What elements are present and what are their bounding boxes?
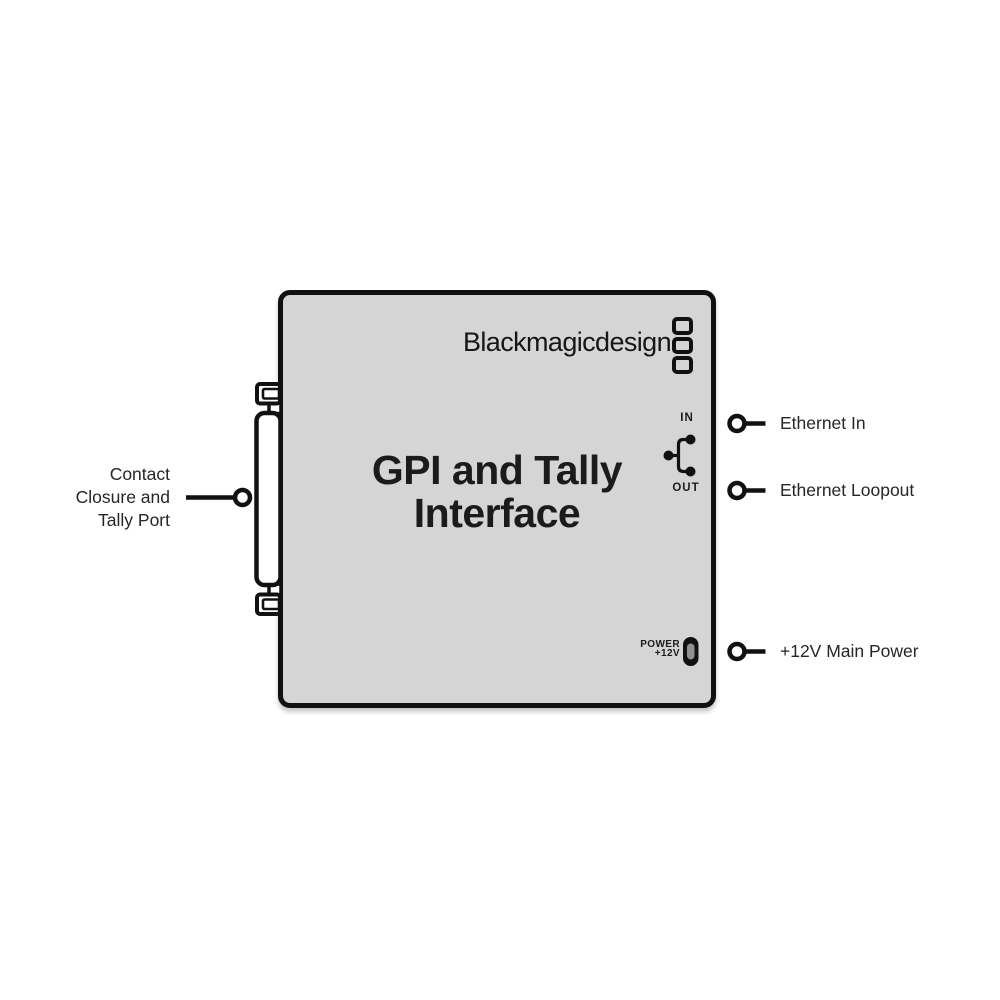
callout-label-ethernet-in: Ethernet In bbox=[780, 413, 866, 433]
callout-label-line: Contact bbox=[109, 464, 170, 484]
connector-screw-bottom-hole bbox=[261, 598, 281, 611]
connector-port-body bbox=[254, 410, 283, 588]
device-title-line2: Interface bbox=[413, 490, 581, 536]
power-port-label: POWER +12V bbox=[590, 638, 680, 660]
logo-square-icon bbox=[672, 317, 693, 335]
connector-screw-bottom bbox=[255, 592, 282, 616]
device-title-line1: GPI and Tally bbox=[371, 447, 623, 493]
callout-label-line: Tally Port bbox=[98, 510, 170, 530]
callout-label-line: Closure and bbox=[75, 487, 170, 507]
connector-screw-top bbox=[255, 382, 282, 406]
callout-marker-main-power bbox=[727, 641, 747, 662]
power-port-label-line1: POWER bbox=[640, 638, 680, 650]
brand-logo-text: Blackmagicdesign bbox=[462, 327, 672, 357]
ethernet-out-port-label: OUT bbox=[672, 482, 700, 494]
power-port-label-line2: +12V bbox=[654, 648, 680, 660]
device-body bbox=[278, 290, 716, 708]
logo-square-icon bbox=[672, 356, 693, 374]
ethernet-in-port-label: IN bbox=[680, 412, 694, 424]
callout-label-contact-closure: Contact Closure and Tally Port bbox=[40, 463, 170, 532]
callout-label-ethernet-loopout: Ethernet Loopout bbox=[780, 480, 915, 500]
device-title: GPI and Tally Interface bbox=[278, 449, 716, 535]
brand-logo-squares-icon bbox=[672, 317, 693, 376]
callout-marker-left bbox=[232, 487, 253, 508]
connector-screw-top-hole bbox=[261, 387, 281, 400]
logo-square-icon bbox=[672, 336, 693, 354]
callout-label-main-power: +12V Main Power bbox=[780, 641, 919, 661]
callout-marker-ethernet-loopout bbox=[727, 480, 747, 501]
callout-marker-ethernet-in bbox=[727, 413, 747, 434]
